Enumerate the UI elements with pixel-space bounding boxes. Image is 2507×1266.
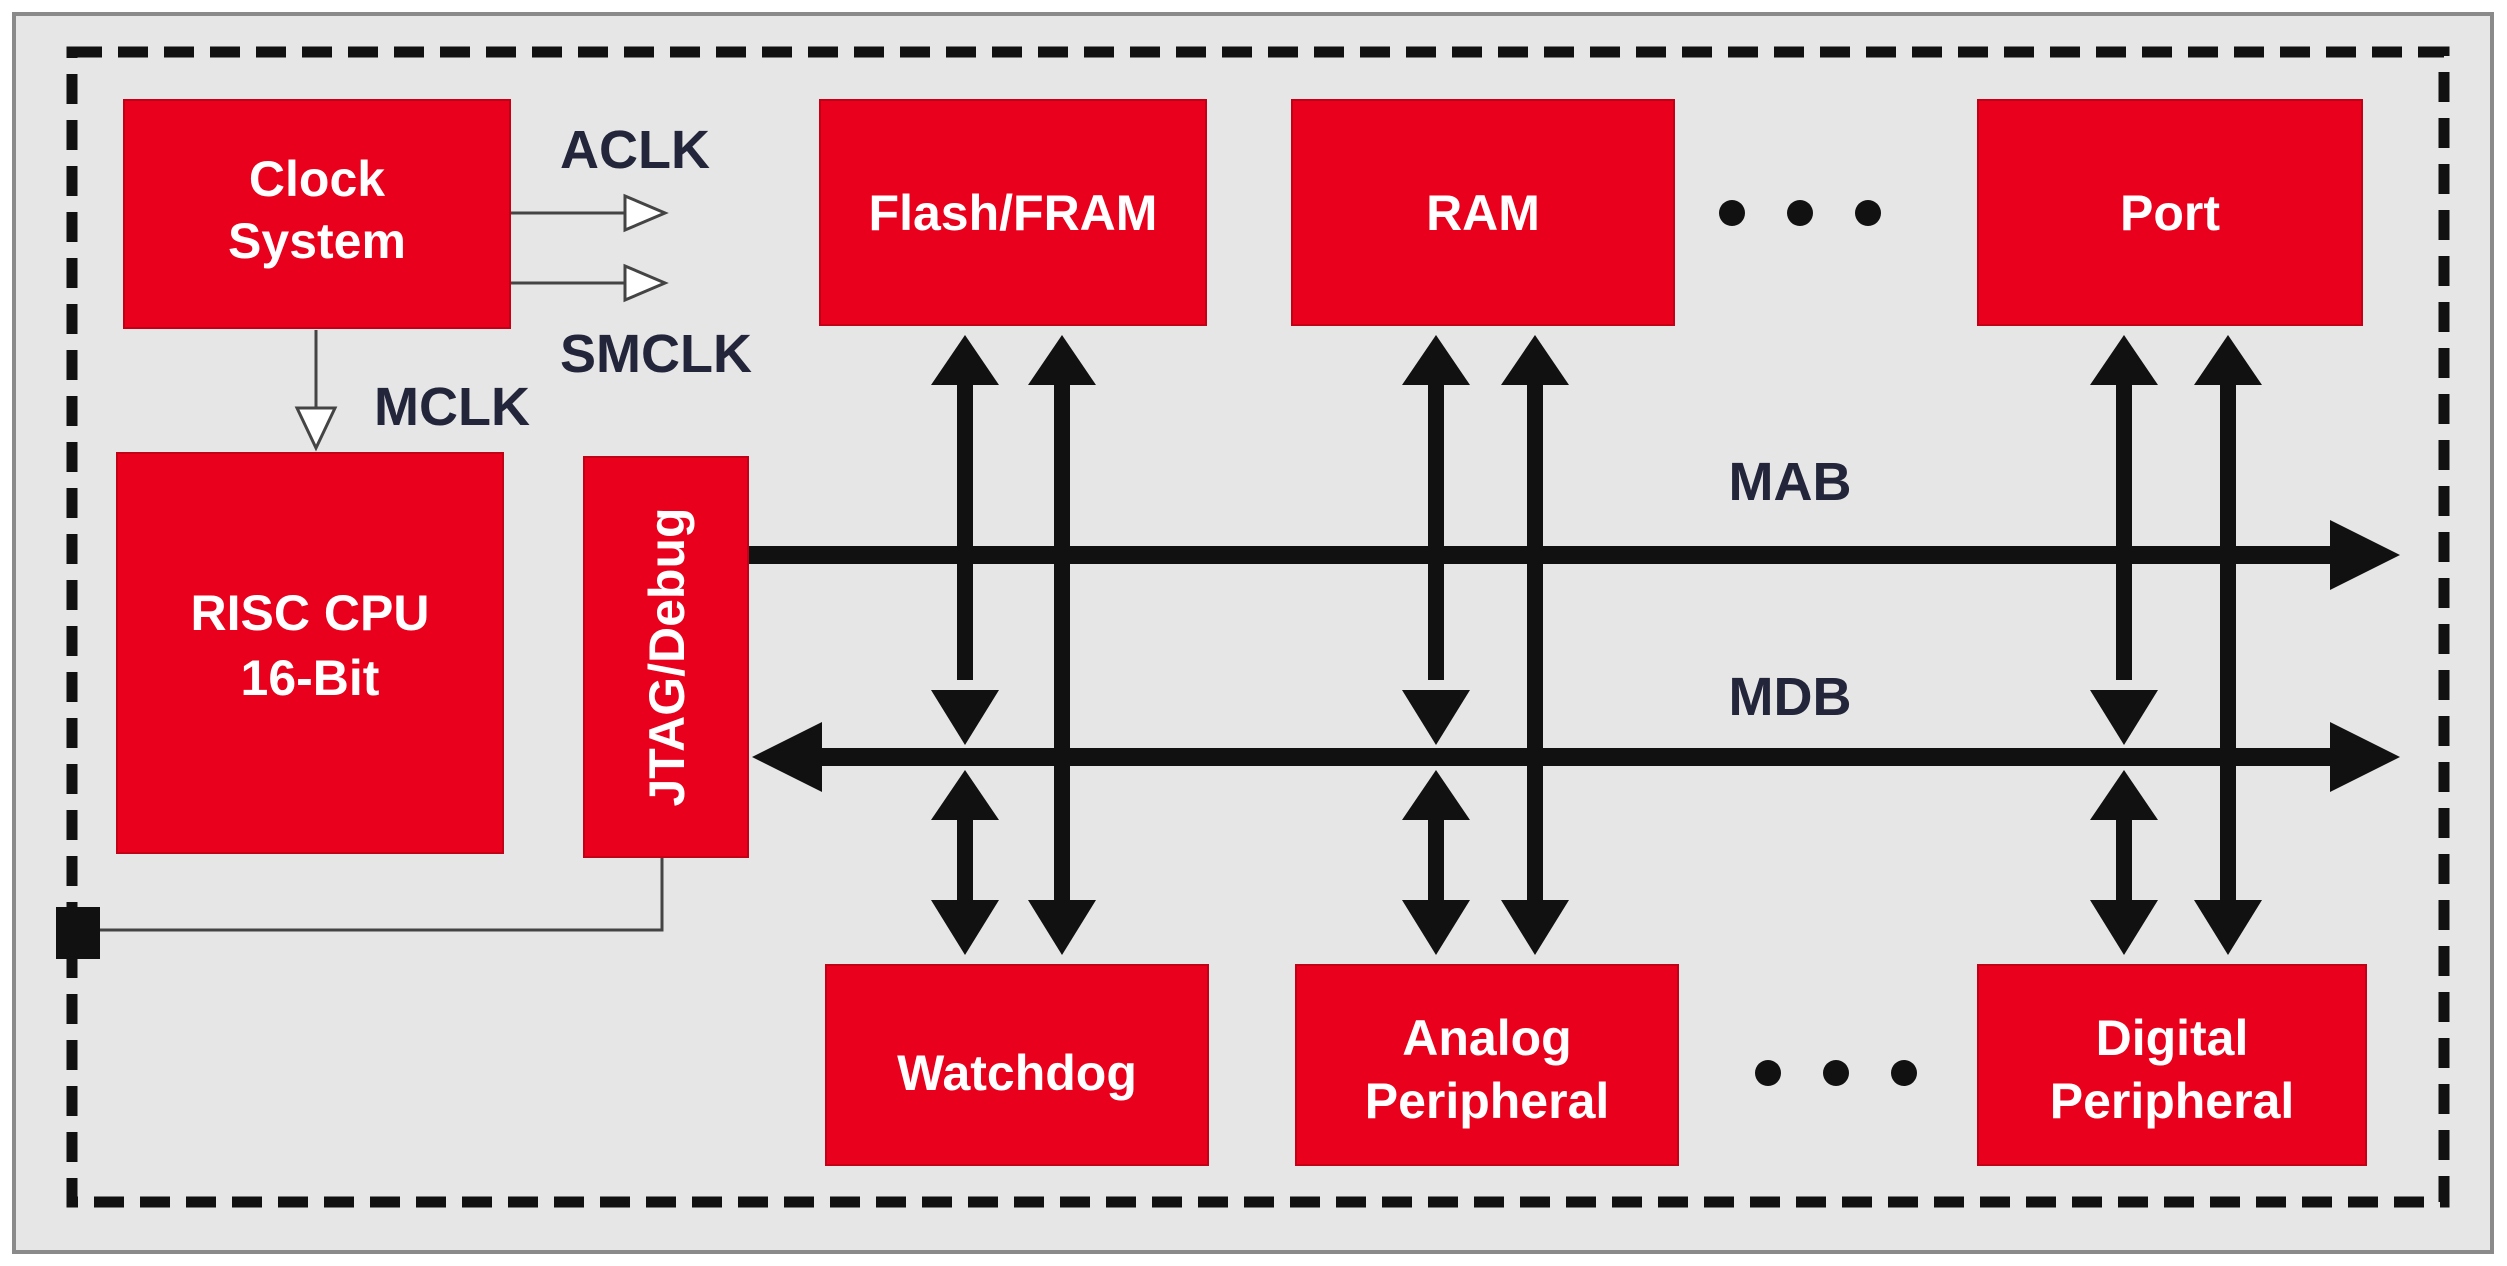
- port-mdb-arrow-down: [2090, 690, 2158, 745]
- port-mdb-arrow-up: [2090, 335, 2158, 385]
- aclk-label: ACLK: [560, 120, 710, 180]
- mab-label: MAB: [1729, 452, 1852, 512]
- analog-box: [1295, 964, 1679, 1166]
- mclk-label: MCLK: [374, 377, 530, 437]
- mclk-arrow: [294, 406, 338, 452]
- digital-box: [1977, 964, 2367, 1166]
- analog-label-line1: Analog: [1402, 1010, 1571, 1066]
- clock-system-box: [123, 99, 511, 329]
- cpu-label-line1: RISC CPU: [191, 585, 430, 641]
- mdb-bus: [752, 722, 2400, 792]
- ellipsis-top: [1719, 200, 1881, 226]
- flash-mab-arrow-up: [1028, 335, 1096, 385]
- ellipsis-dot: [1891, 1060, 1917, 1086]
- mab-bus: [748, 520, 2400, 590]
- watchdog-box: [825, 964, 1209, 1166]
- ram-box: [1291, 99, 1675, 326]
- port-mab-arrow-down: [2194, 900, 2262, 955]
- mdb-arrow-head-left: [752, 722, 822, 792]
- watchdog-mdb-arrow-up: [931, 770, 999, 820]
- digital-mdb-arrow-up: [2090, 770, 2158, 820]
- flash-box: [819, 99, 1207, 326]
- mdb-arrow-head-right: [2330, 722, 2400, 792]
- smclk-label: SMCLK: [560, 324, 752, 384]
- clock-signals: [294, 193, 669, 452]
- ellipsis-dot: [1787, 200, 1813, 226]
- ram-mdb-arrow-down: [1402, 690, 1470, 745]
- digital-mdb-arrow-down: [2090, 900, 2158, 955]
- block-flash: Flash/FRAM: [819, 99, 1207, 326]
- smclk-arrow: [623, 263, 669, 303]
- analog-mdb-arrow-up: [1402, 770, 1470, 820]
- chip-boundary: [66, 46, 2450, 1208]
- jtag-box: [583, 456, 749, 858]
- aclk-arrow: [623, 193, 669, 233]
- flash-label: Flash/FRAM: [869, 185, 1158, 241]
- block-digital: Digital Peripheral: [1977, 964, 2367, 1166]
- block-cpu: RISC CPU 16-Bit: [116, 452, 504, 854]
- vertical-links: [931, 335, 2262, 955]
- port-mab-arrow-up: [2194, 335, 2262, 385]
- mdb-label: MDB: [1729, 667, 1852, 727]
- ellipsis-dot: [1855, 200, 1881, 226]
- ram-mdb-arrow-up: [1402, 335, 1470, 385]
- cpu-box: [116, 452, 504, 854]
- ellipsis-dot: [1755, 1060, 1781, 1086]
- ellipsis-dot: [1719, 200, 1745, 226]
- jtag-connection-line: [100, 857, 664, 932]
- block-clock-system: Clock System: [123, 99, 511, 329]
- block-ram: RAM: [1291, 99, 1675, 326]
- analog-label-line2: Peripheral: [1365, 1073, 1610, 1129]
- mab-arrow-head: [2330, 520, 2400, 590]
- block-watchdog: Watchdog: [825, 964, 1209, 1166]
- flash-mdb-arrow-up: [931, 335, 999, 385]
- ellipsis-bottom: [1755, 1060, 1917, 1086]
- block-analog: Analog Peripheral: [1295, 964, 1679, 1166]
- clock-system-label-line1: Clock: [249, 151, 385, 207]
- port-label: Port: [2120, 185, 2220, 241]
- port-box: [1977, 99, 2363, 326]
- ram-mab-arrow-down: [1501, 900, 1569, 955]
- analog-mdb-arrow-down: [1402, 900, 1470, 955]
- ellipsis-dot: [1823, 1060, 1849, 1086]
- digital-label-line2: Peripheral: [2050, 1073, 2295, 1129]
- digital-label-line1: Digital: [2096, 1010, 2249, 1066]
- cpu-label-line2: 16-Bit: [241, 650, 380, 706]
- watchdog-label: Watchdog: [897, 1045, 1137, 1101]
- clock-system-label-line2: System: [228, 213, 406, 269]
- block-port: Port: [1977, 99, 2363, 326]
- debug-connector-pad: [56, 907, 100, 959]
- block-jtag: JTAG/Debug: [583, 456, 749, 858]
- flash-mab-arrow-down: [1028, 900, 1096, 955]
- jtag-label: JTAG/Debug: [639, 507, 695, 806]
- watchdog-mdb-arrow-down: [931, 900, 999, 955]
- flash-mdb-arrow-down: [931, 690, 999, 745]
- ram-mab-arrow-up: [1501, 335, 1569, 385]
- ram-label: RAM: [1426, 185, 1540, 241]
